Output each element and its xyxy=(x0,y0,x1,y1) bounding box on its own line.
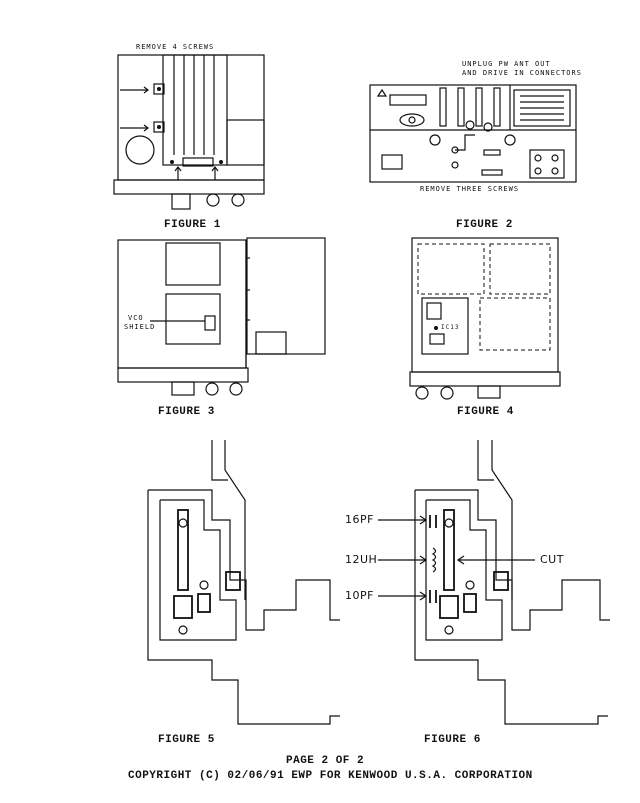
figure4-caption: FIGURE 4 xyxy=(457,406,514,418)
figure6-caption: FIGURE 6 xyxy=(424,734,481,746)
figure2-note-line2: AND DRIVE IN CONNECTORS xyxy=(462,69,582,77)
copyright-line: COPYRIGHT (C) 02/06/91 EWP FOR KENWOOD U… xyxy=(128,770,533,782)
figure4-label: IC13 xyxy=(441,324,460,331)
figure3-caption: FIGURE 3 xyxy=(158,406,215,418)
figure2-caption: FIGURE 2 xyxy=(456,219,513,231)
figure6-label-10pf: 10PF xyxy=(345,589,374,602)
figure2-note-line1: UNPLUG PW ANT OUT xyxy=(462,60,551,68)
figure3-drawing xyxy=(117,237,326,396)
figure6-drawing xyxy=(378,440,610,725)
figure1-drawing xyxy=(113,54,265,210)
figure5-caption: FIGURE 5 xyxy=(158,734,215,746)
figure6-label-12uh: 12UH xyxy=(345,553,378,566)
figure2-drawing xyxy=(369,84,577,183)
figure1-caption: FIGURE 1 xyxy=(164,219,221,231)
figure1-note: REMOVE 4 SCREWS xyxy=(136,43,215,51)
figure5-drawing xyxy=(147,440,340,725)
figure3-label-line1: VCO xyxy=(128,314,144,322)
figure6-label-cut: CUT xyxy=(540,553,564,566)
figure2-note-bottom: REMOVE THREE SCREWS xyxy=(420,185,520,193)
figure6-label-16pf: 16PF xyxy=(345,513,374,526)
page-number: PAGE 2 OF 2 xyxy=(286,755,365,767)
figure4-drawing xyxy=(409,237,561,400)
figure3-label-line2: SHIELD xyxy=(124,323,156,331)
